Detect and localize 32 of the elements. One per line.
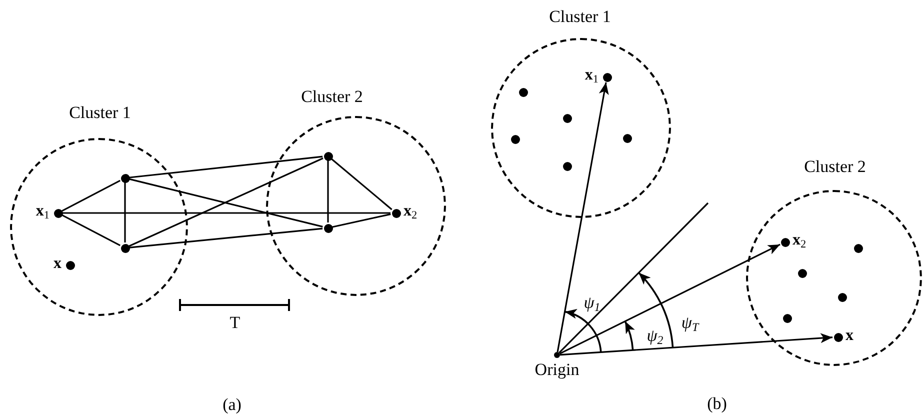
connector-line: [332, 213, 391, 228]
point-label: x$_{2}$: [404, 202, 418, 222]
panel-label: (b): [707, 394, 727, 414]
connector-line: [124, 182, 126, 242]
dimension-label: T: [230, 313, 240, 333]
cluster-label: Cluster 1: [69, 103, 131, 123]
point-label: x$_{1}$: [584, 66, 598, 86]
connector-line: [62, 212, 390, 214]
angle-label: ψ$_{T}$: [681, 313, 699, 335]
point-label: x$_{1}$: [36, 202, 50, 222]
point-label: x$_{2}$: [792, 232, 806, 250]
cluster-label: Cluster 2: [301, 87, 363, 107]
arrow: [559, 244, 780, 354]
connector-line: [128, 158, 324, 247]
arrow: [556, 82, 609, 352]
connector-line: [129, 156, 323, 178]
point-label: Origin: [534, 360, 580, 380]
connector-line: [62, 180, 120, 212]
connector-line: [129, 228, 323, 248]
connector-line: [558, 202, 709, 354]
connector-line: [327, 160, 329, 222]
point-label: x: [846, 327, 854, 346]
angle-label: ψ$_{2}$: [646, 326, 664, 348]
panel-label: (a): [222, 395, 242, 415]
cluster-label: Cluster 2: [804, 157, 866, 177]
point-label: x: [54, 255, 62, 274]
connector-line: [62, 214, 120, 246]
arrow: [560, 333, 833, 356]
connector-line: [330, 158, 392, 210]
connector-line: [129, 178, 323, 228]
angle-label: ψ$_{1}$: [584, 293, 600, 315]
cluster-label: Cluster 1: [549, 7, 611, 27]
